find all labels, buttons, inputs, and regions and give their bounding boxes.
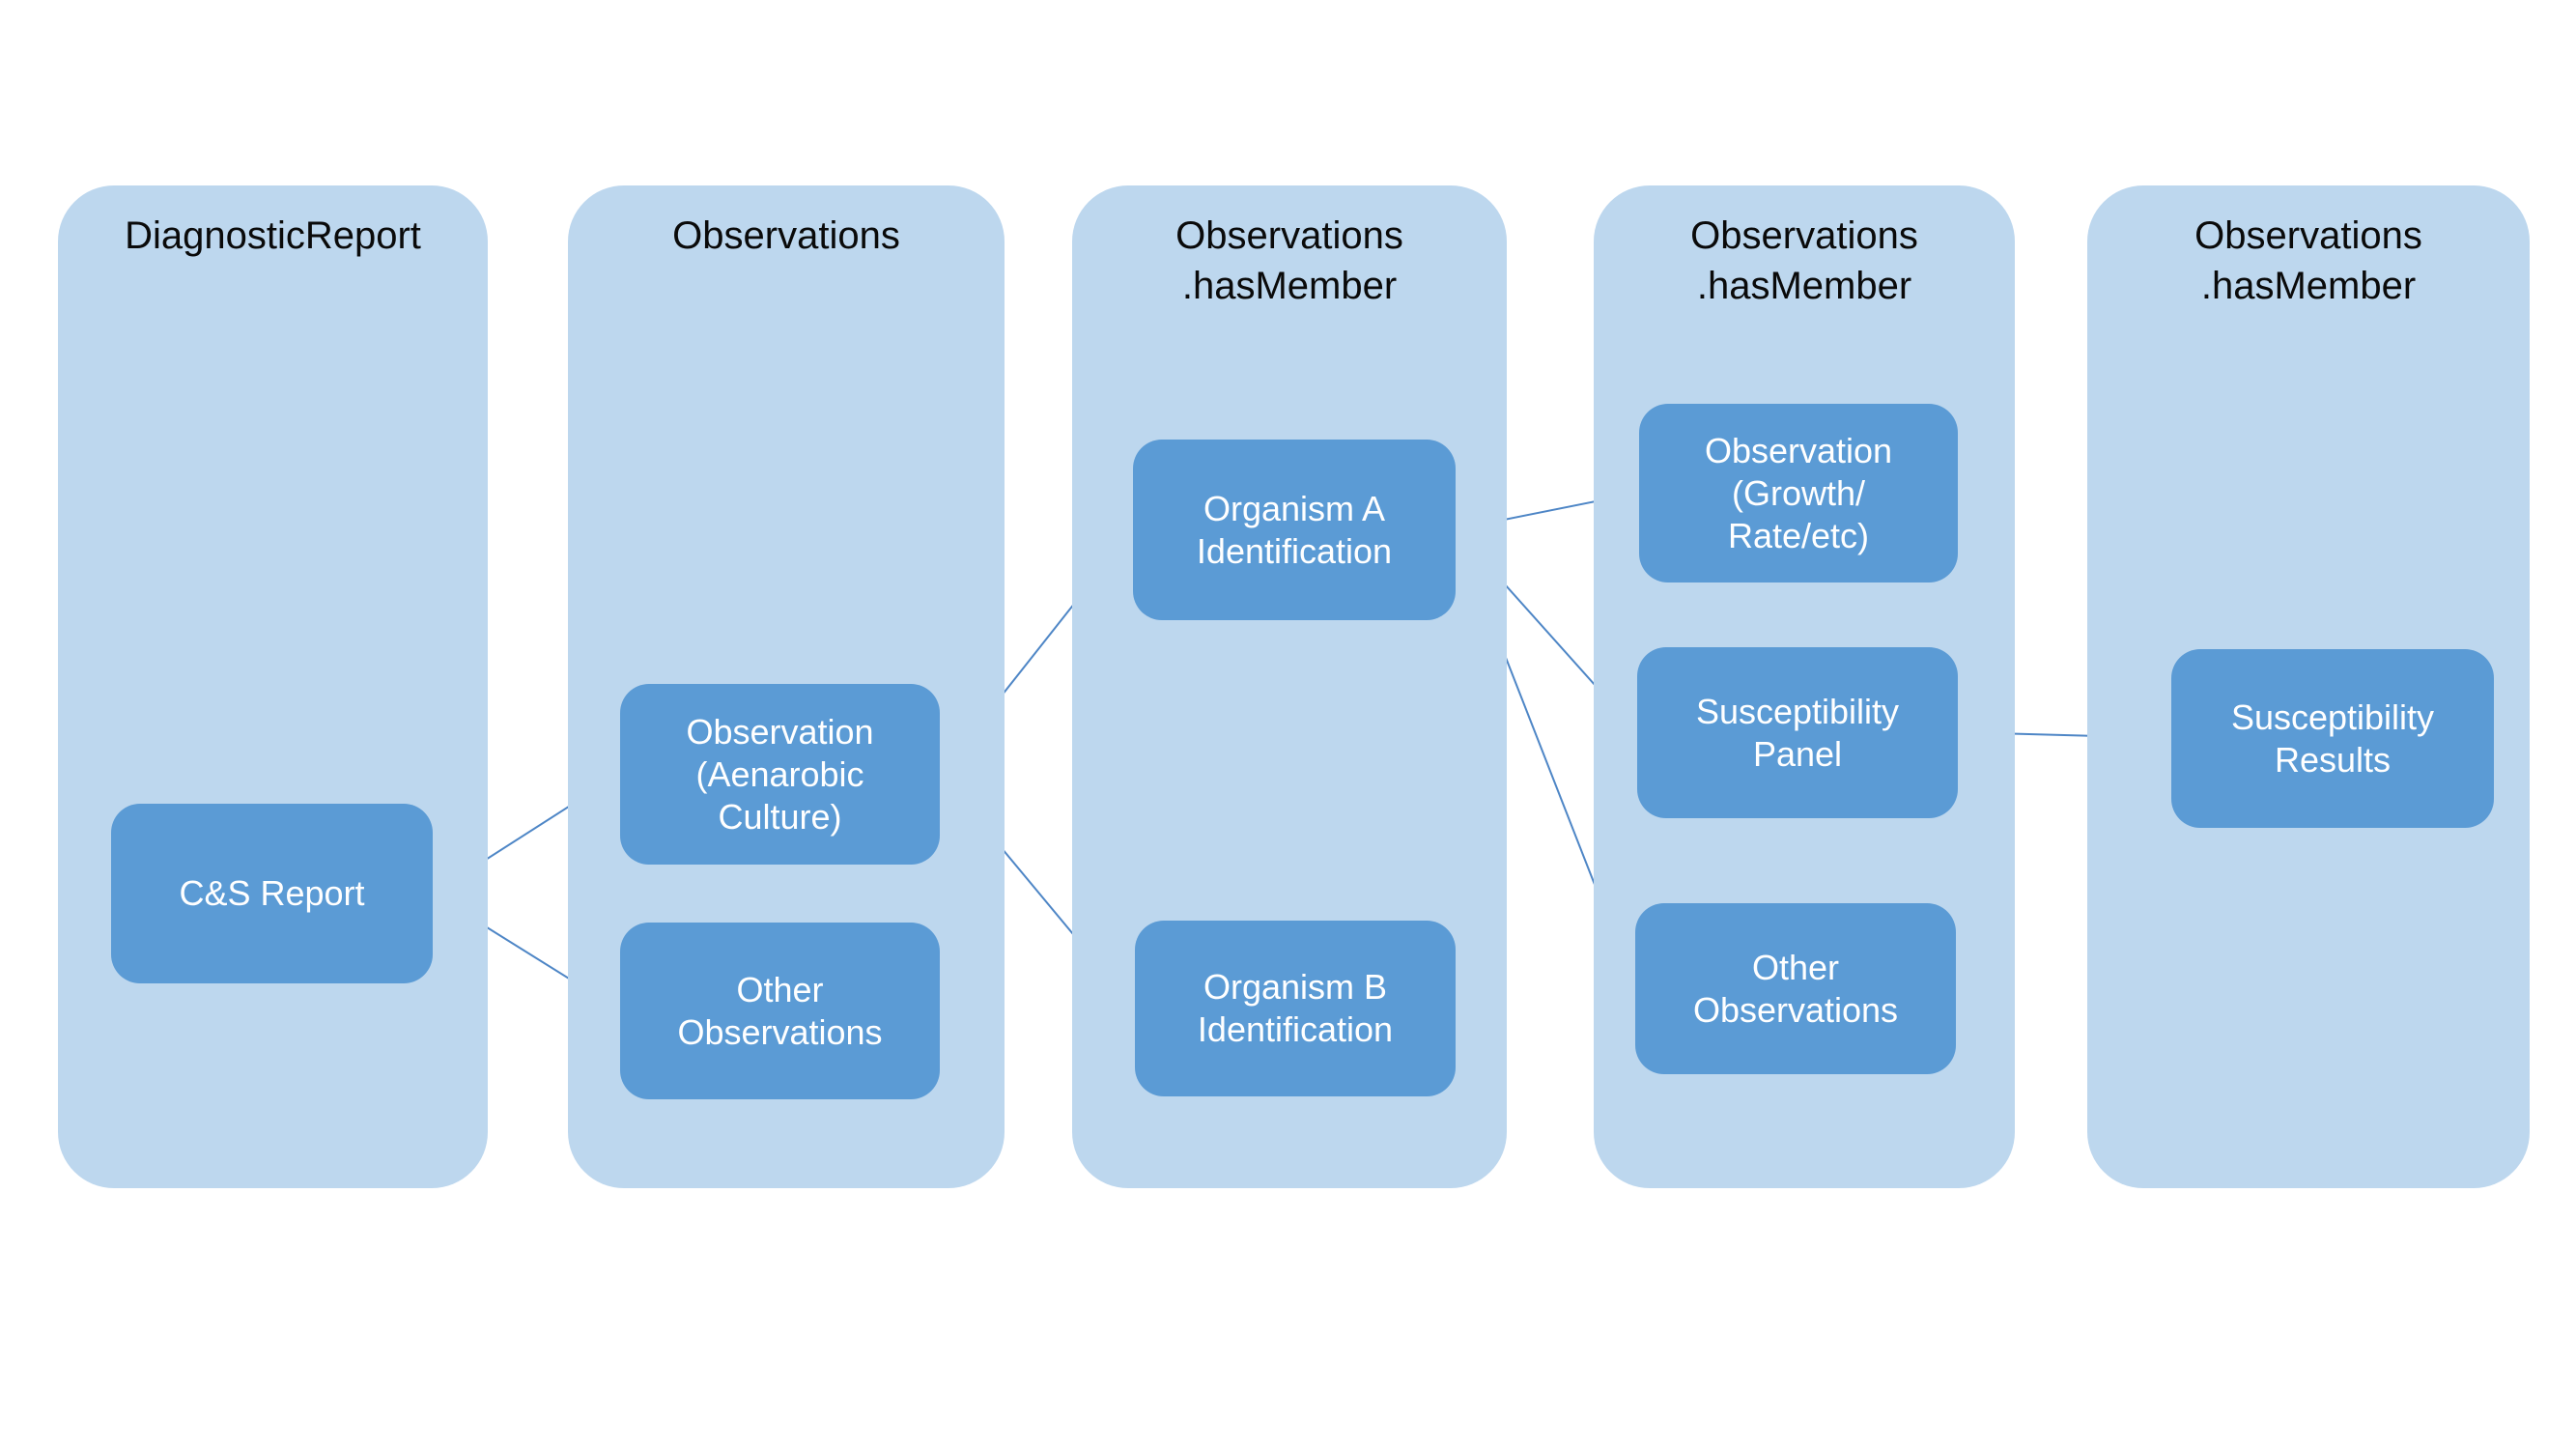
node-label-line: (Growth/ bbox=[1731, 472, 1866, 513]
node-label-line: Observations bbox=[677, 1011, 883, 1052]
column-title-line: DiagnosticReport bbox=[125, 214, 421, 257]
node-label-line: Susceptibility bbox=[2230, 696, 2435, 737]
node-susceptibility-panel: Susceptibility Panel bbox=[1637, 647, 1958, 818]
node-label-line: Culture) bbox=[718, 796, 842, 837]
column-title: DiagnosticReport bbox=[58, 185, 488, 261]
node-label-line: Observations bbox=[1692, 989, 1899, 1030]
column-diagnosticreport: DiagnosticReport bbox=[58, 185, 488, 1188]
column-title-line: Observations bbox=[2194, 214, 2422, 257]
node-label-line: (Aenarobic bbox=[695, 753, 864, 794]
node-label-line: Observation bbox=[686, 711, 874, 752]
node-observation-aenarobic: Observation (Aenarobic Culture) bbox=[620, 684, 940, 865]
node-label-line: Rate/etc) bbox=[1727, 515, 1870, 555]
node-organism-a: Organism A Identification bbox=[1133, 440, 1456, 620]
node-label-line: Observation bbox=[1704, 430, 1893, 470]
node-observation-growth: Observation (Growth/ Rate/etc) bbox=[1639, 404, 1958, 582]
column-title-line: .hasMember bbox=[1181, 265, 1398, 307]
node-label-line: Panel bbox=[1752, 733, 1843, 774]
node-label-line: Identification bbox=[1196, 530, 1393, 571]
column-title: Observations bbox=[568, 185, 1005, 261]
node-label-line: Results bbox=[2274, 739, 2392, 780]
column-title-line: .hasMember bbox=[1696, 265, 1912, 307]
column-title: Observations .hasMember bbox=[1072, 185, 1507, 311]
node-susceptibility-results: Susceptibility Results bbox=[2171, 649, 2494, 828]
node-label-line: Other bbox=[736, 969, 824, 1009]
column-title: Observations .hasMember bbox=[1594, 185, 2015, 311]
column-title-line: Observations bbox=[672, 214, 900, 257]
column-title: Observations .hasMember bbox=[2087, 185, 2530, 311]
node-label-line: Organism B bbox=[1203, 967, 1388, 1007]
node-label-line: Susceptibility bbox=[1695, 691, 1900, 731]
column-title-line: .hasMember bbox=[2200, 265, 2417, 307]
node-label-line: Identification bbox=[1197, 1009, 1394, 1049]
node-label-line: Organism A bbox=[1203, 488, 1386, 528]
node-cs-report: C&S Report bbox=[111, 804, 433, 983]
node-label-line: C&S Report bbox=[179, 873, 365, 913]
node-label-line: Other bbox=[1751, 947, 1840, 987]
column-title-line: Observations bbox=[1175, 214, 1403, 257]
column-title-line: Observations bbox=[1690, 214, 1918, 257]
node-other-observations-a: Other Observations bbox=[620, 923, 940, 1099]
node-organism-b: Organism B Identification bbox=[1135, 921, 1456, 1096]
node-other-observations-b: Other Observations bbox=[1635, 903, 1956, 1074]
